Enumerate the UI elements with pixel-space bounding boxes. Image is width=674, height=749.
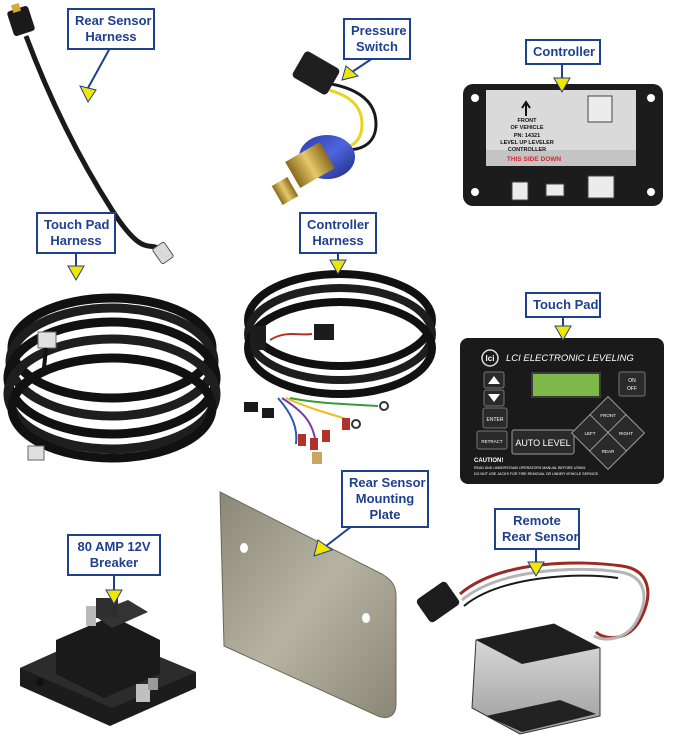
breaker-illustration (20, 598, 196, 726)
touch-pad-retract-label: RETRACT (481, 439, 503, 444)
rear-sensor-harness-arrow (79, 47, 111, 103)
callout-line: Rear Sensor (502, 529, 579, 544)
rear-sensor-harness-illustration (7, 2, 174, 265)
callout-line: Harness (50, 233, 102, 248)
callout-controller: Controller (525, 39, 601, 65)
touch-pad-brand: LCI ELECTRONIC LEVELING (506, 353, 634, 364)
touch-pad-auto-level-label: AUTO LEVEL (515, 438, 570, 448)
controller-label-text: FRONT OF VEHICLE PN: 14321 LEVEL UP LEVE… (500, 118, 561, 163)
callout-touch-pad: Touch Pad (525, 292, 601, 318)
callout-arrows (67, 47, 572, 606)
touch-pad-off-label: OFF (627, 386, 637, 392)
callout-line: Harness (85, 29, 137, 44)
touch-pad-harness-illustration (3, 293, 221, 463)
controller-label-line4: LEVEL UP LEVELER (500, 140, 554, 146)
touch-pad-caution-line1: READ AND UNDERSTAND OPERATORS MANUAL BEF… (474, 466, 586, 470)
callout-remote-rear-sensor: Remote Rear Sensor (494, 508, 580, 550)
callout-line: Plate (369, 507, 401, 522)
controller-illustration (463, 84, 663, 206)
callout-line: Touch Pad (533, 297, 599, 312)
controller-label-line3: PN: 14321 (514, 133, 540, 139)
callout-line: Harness (312, 233, 364, 248)
touch-pad-left-label: LEFT (584, 431, 595, 436)
touch-pad-panel-text: lci LCI ELECTRONIC LEVELING ON OFF ENTER… (474, 353, 637, 476)
callout-line: Remote (513, 513, 561, 528)
callout-line: Breaker (89, 555, 139, 570)
touch-pad-caution-title: CAUTION! (474, 458, 503, 464)
controller-label-line1: FRONT (518, 118, 538, 124)
remote-rear-sensor-illustration (416, 561, 650, 735)
controller-warning-text: THIS SIDE DOWN (507, 156, 561, 163)
callout-line: 80 AMP 12V (77, 539, 151, 554)
touch-pad-harness-arrow (67, 252, 85, 282)
callout-touch-pad-harness: Touch Pad Harness (36, 212, 116, 254)
callout-pressure-switch: Pressure Switch (343, 18, 411, 60)
callout-line: Controller (533, 44, 596, 59)
mounting-plate-arrow (313, 525, 353, 557)
callout-line: Controller (307, 217, 370, 232)
callout-line: Switch (356, 39, 398, 54)
callout-mounting-plate: Rear Sensor Mounting Plate (341, 470, 429, 528)
touch-pad-logo: lci (486, 354, 495, 363)
controller-label-line5: CONTROLLER (508, 147, 546, 153)
callout-breaker: 80 AMP 12V Breaker (67, 534, 161, 576)
touch-pad-on-label: ON (628, 378, 636, 384)
pressure-switch-illustration (271, 51, 378, 206)
touch-pad-caution-line2: DO NOT USE JACKS FOR TIRE REMOVAL OR UND… (474, 472, 599, 476)
touch-pad-right-label: RIGHT (619, 431, 633, 436)
touch-pad-front-label: FRONT (600, 413, 616, 418)
callout-line: Mounting (355, 491, 415, 506)
touch-pad-illustration (460, 338, 664, 484)
callout-line: Rear Sensor (349, 475, 426, 490)
touch-pad-rear-label: REAR (602, 449, 615, 454)
callout-line: Pressure (351, 23, 407, 38)
breaker-arrow (105, 574, 123, 606)
controller-harness-illustration (244, 270, 436, 464)
controller-label-line2: OF VEHICLE (510, 125, 543, 131)
callout-line: Rear Sensor (75, 13, 152, 28)
mounting-plate-illustration (219, 491, 397, 718)
touch-pad-enter-label: ENTER (487, 417, 504, 423)
callout-line: Touch Pad (44, 217, 110, 232)
callout-rear-sensor-harness: Rear Sensor Harness (67, 8, 155, 50)
callout-controller-harness: Controller Harness (299, 212, 377, 254)
